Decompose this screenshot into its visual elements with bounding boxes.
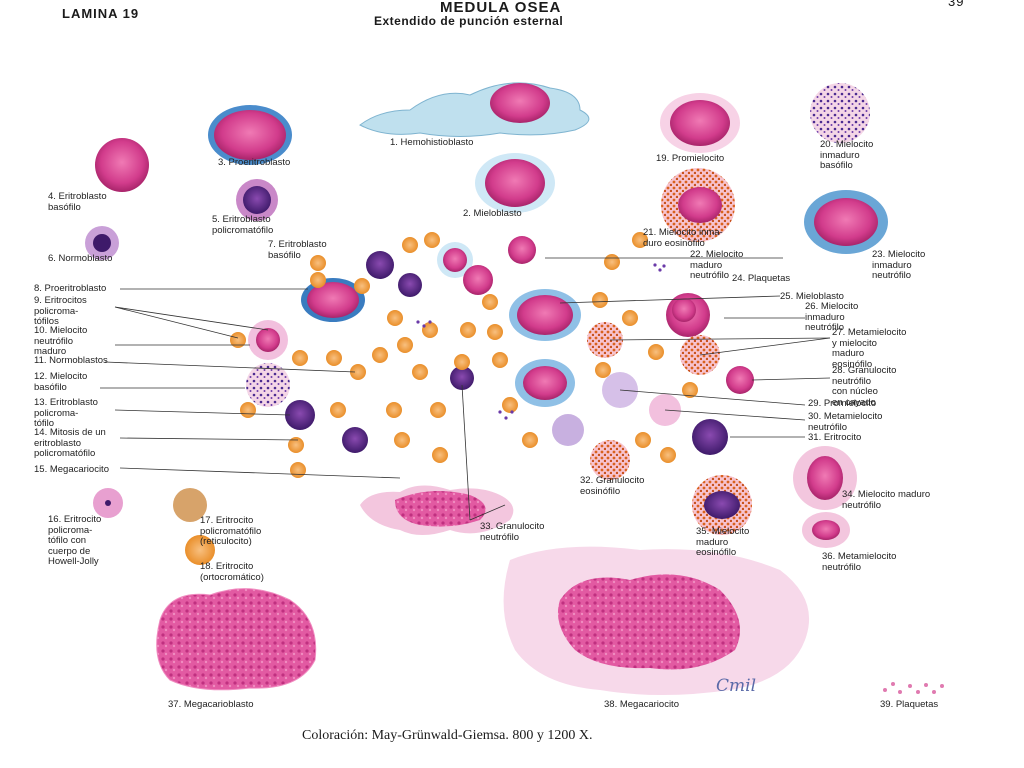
label-7: 7. Eritroblasto basófilo [268,239,327,261]
plate-number: LAMINA 19 [62,6,140,21]
label-11: 11. Normoblastos [34,355,108,366]
plate-title: MEDULA OSEA [440,0,562,16]
cell-megakaryoblast [156,588,317,691]
label-8: 8. Proeritroblasto [34,283,107,294]
cell-basophilic-erythroblast [95,138,149,192]
cell-normoblast [85,226,119,260]
stain-caption: Coloración: May-Grünwald-Giemsa. 800 y 1… [302,728,593,743]
cell-proerythroblast [208,105,292,165]
label-35: 35. Mielocito maduro eosinófilo [696,526,750,558]
label-31: 31. Eritrocito [808,432,862,443]
cell-mature-eosinophilic-myelocyte [692,475,752,535]
label-24: 24. Plaquetas [732,273,791,284]
label-22: 22. Mielocito maduro neutrófilo [690,249,744,281]
label-2: 2. Mieloblasto [463,208,522,219]
howell-jolly-body [105,500,111,506]
cell-immature-neutrophilic-myelocyte [804,190,888,254]
label-21: 21. Mielocito inma- duro eosinófilo [643,227,723,249]
label-4: 4. Eritroblasto basófilo [48,191,107,213]
label-26: 26. Mielocito inmaduro neutrófilo [805,301,859,333]
label-33: 33. Granulocito neutrófilo [480,521,545,543]
cell-myeloblast [475,153,555,213]
cell-immature-basophilic-myelocyte [810,83,870,143]
label-36: 36. Metamielocito neutrófilo [822,551,897,573]
cell-megakaryocyte-large [503,546,810,695]
label-19: 19. Promielocito [656,153,725,164]
label-1: 1. Hemohistioblasto [390,137,474,148]
plate-subtitle: Extendido de punción esternal [374,14,564,28]
label-6: 6. Normoblasto [48,253,113,264]
cell-reticulocyte [173,488,207,522]
label-37: 37. Megacarioblasto [168,699,254,710]
label-25: 25. Mieloblasto [780,291,844,302]
label-20: 20. Mielocito inmaduro basófilo [820,139,874,171]
label-28: 28. Granulocito neutrófilo con núcleo en… [832,365,897,408]
cell-hemohistioblast [359,82,590,137]
label-15: 15. Megacariocito [34,464,109,475]
label-29: 29. Promielocito [808,398,877,409]
label-23: 23. Mielocito inmaduro neutrófilo [872,249,926,281]
label-39: 39. Plaquetas [880,699,939,710]
label-16: 16. Eritrocito policroma- tófilo con cue… [48,514,102,567]
cell-megakaryocyte-small [360,485,514,535]
label-12: 12. Mielocito basófilo [34,371,88,393]
artist-signature: Cmil [716,676,757,696]
platelets-39 [883,682,944,694]
label-18: 18. Eritrocito (ortocromático) [200,561,264,583]
label-32: 32. Granulocito eosinófilo [580,475,645,497]
label-17: 17. Eritrocito policromatófilo (reticulo… [200,515,262,547]
label-5: 5. Eritroblasto policromatófilo [212,214,274,236]
nucleus-34 [807,456,843,500]
label-30: 30. Metamielocito neutrófilo [808,411,883,433]
label-3: 3. Proeritroblasto [218,157,291,168]
label-10: 10. Mielocito neutrófilo maduro [34,325,88,357]
label-38: 38. Megacariocito [604,699,679,710]
label-14: 14. Mitosis de un eritroblasto policroma… [34,427,106,459]
label-27: 27. Metamielocito y mielocito maduro eos… [832,327,907,370]
page-number: 39 [948,0,965,9]
platelets-24 [416,263,666,420]
cell-promyelocyte [660,93,740,153]
cell-neutrophilic-metamyelocyte [802,512,850,548]
label-9: 9. Eritrocitos policroma- tófilos [34,295,87,327]
cell-polychromatophilic-erythroblast [236,179,278,221]
cell-orthochromatic-erythrocyte [185,535,215,565]
cell-immature-eosinophilic-myelocyte [661,168,735,242]
label-13: 13. Eritroblasto policroma- tófilo [34,397,98,429]
leader-lines [100,257,831,521]
label-34: 34. Mielocito maduro neutrófilo [842,489,931,511]
